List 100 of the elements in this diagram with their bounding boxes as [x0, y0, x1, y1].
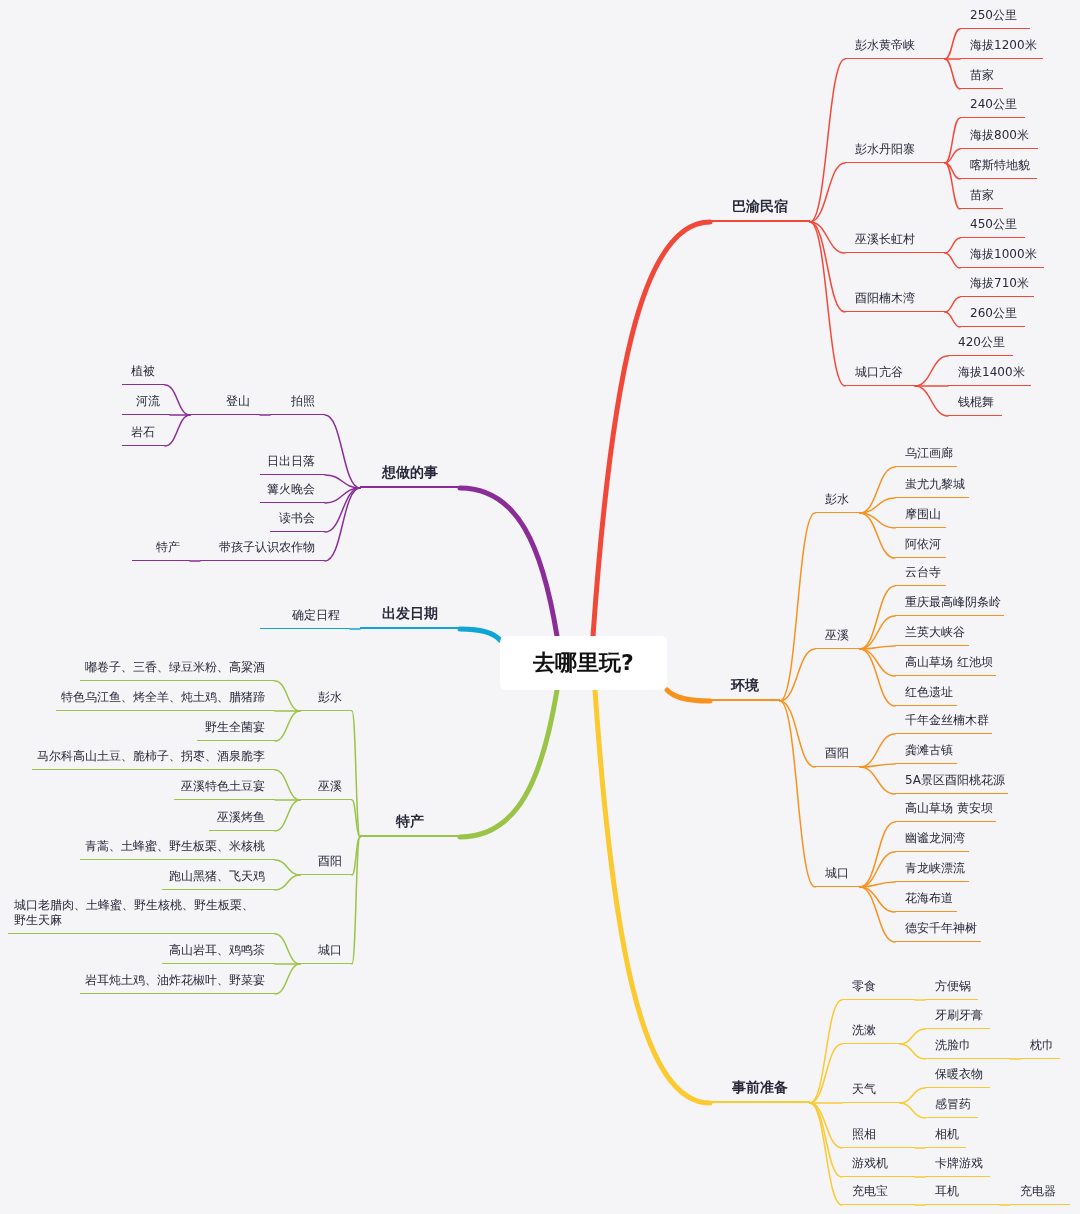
- branch-line: [274, 963, 301, 965]
- branch-line: [351, 710, 361, 838]
- branch-line: [274, 799, 301, 801]
- branch-line: [274, 799, 301, 832]
- topic-label: 青龙峡漂流: [895, 858, 969, 882]
- branch-line: [259, 414, 271, 416]
- topic-label: 喀斯特地貌: [960, 155, 1037, 179]
- topic-label: 巫溪烤鱼: [209, 807, 275, 831]
- topic-label: 高山岩耳、鸡鸣茶: [162, 940, 275, 964]
- topic-label: 兰英大峡谷: [895, 622, 969, 646]
- branch-line: [324, 474, 361, 489]
- topic-label: 洗漱: [842, 1020, 900, 1044]
- topic-label: 阿依河: [895, 534, 946, 558]
- topic-label: 确定日程: [260, 605, 350, 629]
- topic-label: 海拔1200米: [960, 35, 1043, 59]
- branch-line: [274, 963, 301, 995]
- main-topic-label: 出发日期: [360, 603, 460, 629]
- topic-label: 苗家: [960, 185, 1003, 209]
- branch-line: [779, 648, 816, 702]
- branch-line: [859, 497, 896, 514]
- topic-label: 高山草场 黄安坝: [895, 798, 996, 822]
- topic-label: 彭水: [815, 489, 860, 513]
- topic-label: 摩围山: [895, 504, 946, 528]
- branch-line: [914, 1176, 926, 1178]
- branch-line: [274, 710, 301, 742]
- topic-label: 耳机: [925, 1181, 1000, 1205]
- topic-label: 登山: [190, 391, 260, 415]
- topic-label: 苗家: [960, 65, 1003, 89]
- topic-label: 游戏机: [842, 1153, 915, 1177]
- branch-line: [914, 385, 949, 417]
- branch-line: [944, 296, 961, 313]
- topic-label: 充电宝: [842, 1181, 915, 1205]
- central-topic-box: 去哪里玩?: [500, 636, 667, 690]
- branch-line: [779, 512, 816, 702]
- topic-label: 巫溪: [815, 625, 860, 649]
- topic-label: 植被: [122, 361, 165, 385]
- branch-line: [189, 560, 201, 562]
- topic-label: 蚩尤九黎城: [895, 474, 969, 498]
- branch-line: [944, 237, 961, 254]
- topic-label: 彭水: [300, 687, 352, 711]
- topic-label: 篝火晚会: [260, 479, 325, 503]
- topic-label: 牙刷牙膏: [925, 1005, 990, 1029]
- main-branch-line: [457, 485, 560, 639]
- main-branch-line: [664, 687, 713, 704]
- topic-label: 酉阳: [300, 851, 352, 875]
- topic-label: 240公里: [960, 94, 1025, 118]
- branch-line: [809, 999, 843, 1104]
- branch-line: [999, 1204, 1011, 1206]
- branch-line: [859, 512, 896, 559]
- topic-label: 海拔800米: [960, 125, 1038, 149]
- branch-line: [809, 162, 846, 223]
- topic-label: 彭水丹阳寨: [845, 139, 945, 163]
- branch-line: [324, 487, 361, 562]
- topic-label: 方便锅: [925, 976, 978, 1000]
- topic-label: 枕巾: [1020, 1035, 1060, 1059]
- topic-label: 特色乌江鱼、烤全羊、炖土鸡、腊猪蹄: [56, 687, 275, 711]
- branch-line: [351, 836, 361, 876]
- branch-line: [944, 311, 961, 328]
- branch-line: [944, 58, 961, 90]
- main-topic-label: 事前准备: [710, 1077, 810, 1103]
- main-topic-label: 想做的事: [360, 462, 460, 488]
- topic-label: 钱棍舞: [948, 392, 1002, 416]
- branch-line: [274, 874, 301, 891]
- main-topic-label: 巴渝民宿: [710, 196, 810, 222]
- topic-label: 保暖衣物: [925, 1064, 990, 1088]
- topic-label: 花海布道: [895, 888, 957, 912]
- topic-label: 相机: [925, 1124, 966, 1148]
- topic-label: 海拔1000米: [960, 244, 1044, 268]
- branch-line: [899, 1028, 926, 1045]
- branch-line: [859, 886, 896, 943]
- branch-line: [914, 1204, 926, 1206]
- topic-label: 读书会: [270, 508, 325, 532]
- branch-line: [779, 700, 816, 768]
- topic-label: 城口: [815, 863, 860, 887]
- topic-label: 零食: [842, 976, 915, 1000]
- branch-line: [351, 799, 361, 838]
- branch-line: [164, 414, 191, 447]
- main-topic-label: 环境: [710, 675, 780, 701]
- branch-line: [274, 710, 301, 712]
- topic-label: 日出日落: [260, 451, 325, 475]
- topic-label: 马尔科高山土豆、脆柿子、拐枣、酒泉脆李: [32, 746, 275, 770]
- branch-line: [274, 859, 301, 876]
- branch-line: [324, 487, 361, 533]
- branch-line: [899, 1087, 926, 1104]
- topic-label: 感冒药: [925, 1094, 978, 1118]
- topic-label: 450公里: [960, 214, 1025, 238]
- topic-label: 高山草场 红池坝: [895, 652, 996, 676]
- branch-line: [944, 58, 961, 60]
- topic-label: 5A景区酉阳桃花源: [895, 770, 1008, 794]
- topic-label: 照相: [842, 1124, 915, 1148]
- topic-label: 250公里: [960, 5, 1030, 29]
- topic-label: 420公里: [948, 332, 1013, 356]
- topic-label: 德安千年神树: [895, 918, 981, 942]
- topic-label: 城口老腊肉、土蜂蜜、野生核桃、野生板栗、野生天麻: [8, 892, 275, 934]
- branch-line: [349, 628, 361, 630]
- branch-line: [779, 700, 816, 888]
- branch-line: [351, 836, 361, 965]
- branch-line: [944, 162, 961, 210]
- topic-label: 红色遗址: [895, 682, 957, 706]
- topic-label: 天气: [842, 1079, 900, 1103]
